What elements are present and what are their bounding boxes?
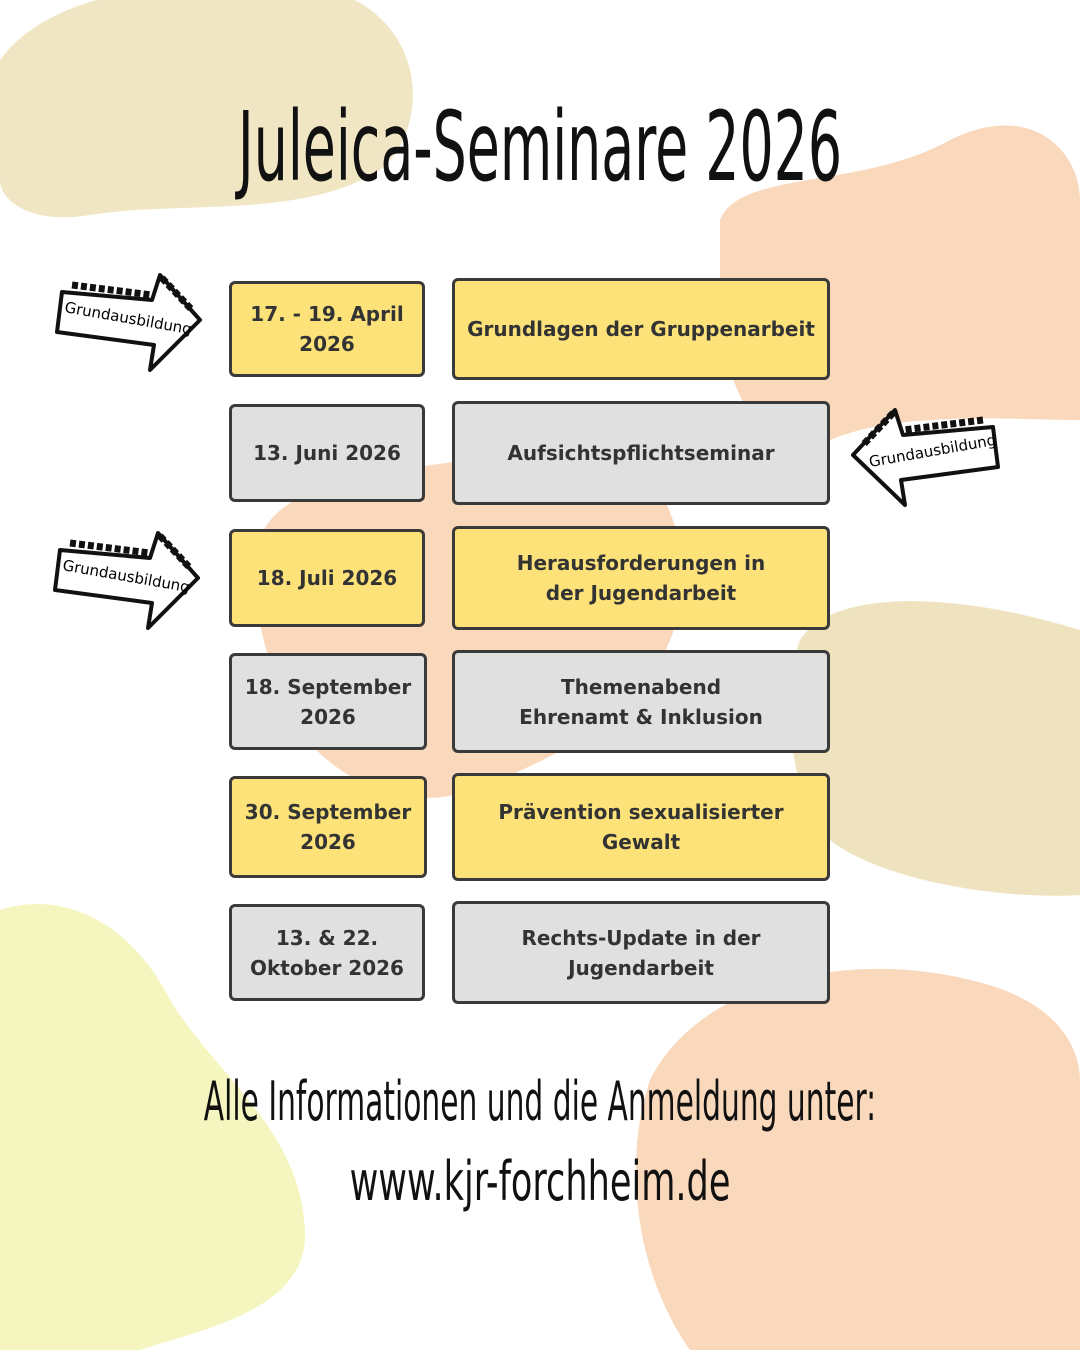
footer-url[interactable]: www.kjr-forchheim.de xyxy=(349,1150,731,1213)
seminar-topic: Grundlagen der Gruppenarbeit xyxy=(452,278,830,380)
seminar-topic: Aufsichtspflichtseminar xyxy=(452,401,830,505)
seminar-date: 17. - 19. April 2026 xyxy=(229,281,425,377)
arrow-right-icon: Grundausbildung xyxy=(55,273,202,372)
seminar-date: 13. Juni 2026 xyxy=(229,404,425,502)
footer-info: Alle Informationen und die Anmeldung unt… xyxy=(203,1070,877,1133)
seminar-date: 18. September 2026 xyxy=(229,653,427,750)
seminar-date: 18. Juli 2026 xyxy=(229,529,425,627)
seminar-topic: Themenabend Ehrenamt & Inklusion xyxy=(452,650,830,753)
page-title: Juleica-Seminare 2026 xyxy=(237,91,843,203)
arrow-right-icon: Grundausbildung xyxy=(53,531,200,630)
seminar-date: 30. September 2026 xyxy=(229,776,427,878)
seminar-date: 13. & 22. Oktober 2026 xyxy=(229,904,425,1001)
seminar-topic: Rechts-Update in der Jugendarbeit xyxy=(452,901,830,1004)
seminar-topic: Prävention sexualisierter Gewalt xyxy=(452,773,830,881)
seminar-topic: Herausforderungen in der Jugendarbeit xyxy=(452,526,830,630)
arrow-left-icon: Grundausbildung xyxy=(851,408,1000,507)
